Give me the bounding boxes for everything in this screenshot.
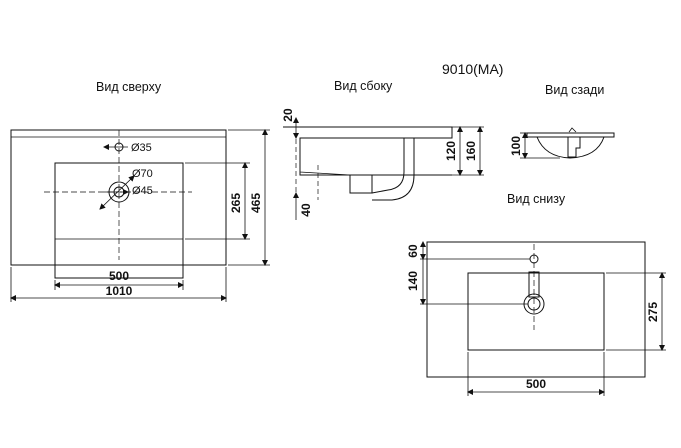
top-bowl-width-label: 500 xyxy=(109,269,129,283)
side-top-thickness-label: 20 xyxy=(281,108,295,122)
side-total-height-label: 160 xyxy=(464,141,478,161)
top-view-drawing xyxy=(10,129,270,302)
top-total-width-label: 1010 xyxy=(106,284,133,298)
back-view-drawing xyxy=(520,127,615,159)
bottom-view-drawing xyxy=(420,241,666,396)
top-total-depth-label: 465 xyxy=(249,193,263,213)
drain-inner-dia-label: Ø45 xyxy=(132,185,153,197)
bottom-bowl-width-label: 500 xyxy=(526,377,546,391)
back-height-label: 100 xyxy=(509,136,523,156)
bottom-view-title: Вид снизу xyxy=(507,192,566,206)
side-view-title: Вид сбоку xyxy=(334,79,393,93)
overflow-dia-label: Ø35 xyxy=(131,142,152,154)
model-number: 9010(MA) xyxy=(442,61,504,77)
bottom-bowl-depth-label: 275 xyxy=(646,302,660,322)
top-view-title: Вид сверху xyxy=(96,80,162,94)
side-view-drawing xyxy=(283,117,484,220)
back-view-top xyxy=(526,132,615,138)
bottom-overflow-channel xyxy=(528,271,540,298)
bottom-hole-offset-label: 60 xyxy=(406,244,420,258)
side-view-drain xyxy=(349,175,373,194)
bottom-drain-offset-label: 140 xyxy=(406,271,420,291)
side-view-outline xyxy=(283,126,453,176)
bottom-view-outline xyxy=(426,241,646,378)
back-view-bowl xyxy=(536,136,605,159)
top-view-outline xyxy=(10,129,227,266)
bottom-view-bowl xyxy=(467,272,605,351)
drain-outer-dia-label: Ø70 xyxy=(132,168,153,180)
side-drain-offset-label: 40 xyxy=(299,203,313,217)
side-bowl-height-label: 120 xyxy=(444,141,458,161)
top-bowl-depth-label: 265 xyxy=(229,193,243,213)
back-view-title: Вид сзади xyxy=(545,83,605,97)
